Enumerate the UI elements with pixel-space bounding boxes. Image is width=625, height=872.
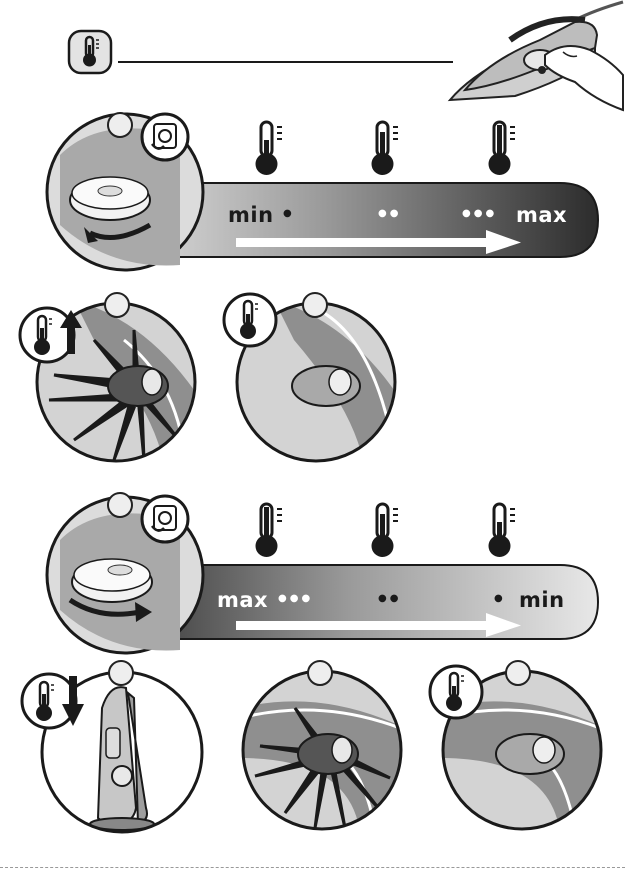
bar2-dots-mid: ●●: [378, 593, 401, 604]
page-footer-rule: [0, 867, 625, 872]
bar1-left-label: min: [228, 203, 274, 227]
plug-icon: [140, 112, 190, 162]
thermometer-mid-icon: [369, 502, 403, 560]
thermometer-high-icon: [486, 120, 520, 178]
thermometer-icon: [67, 29, 113, 75]
bar2-right-label: min: [519, 588, 565, 612]
step-marker: [104, 292, 130, 318]
step-marker: [107, 112, 133, 138]
step-marker: [302, 292, 328, 318]
thermometer-icon: [428, 664, 484, 720]
thermometer-high-icon: [253, 502, 287, 560]
bar2-dots-high: ●●●: [278, 593, 313, 604]
thermometer-low-icon: [253, 120, 287, 178]
plug-badge: [140, 494, 190, 544]
header-rule: [118, 61, 453, 63]
temperature-up-icon: [18, 306, 86, 364]
bar1-dots-mid: ●●: [378, 208, 401, 219]
bar2-dots-low: ●: [494, 593, 506, 604]
thermometer-badge: [428, 664, 484, 720]
step-marker: [307, 660, 333, 686]
step-marker: [107, 492, 133, 518]
header-thermometer-badge: [67, 29, 113, 75]
thermometer-badge: [222, 292, 278, 348]
bar1-right-label: max: [516, 203, 567, 227]
bar2-left-label: max: [217, 588, 268, 612]
bar1-dots-low: ●: [283, 208, 295, 219]
bar2-direction-arrow: [236, 613, 521, 637]
temp-down-badge: [20, 672, 88, 730]
thermometer-low-icon: [486, 502, 520, 560]
bar1-direction-arrow: [236, 230, 521, 254]
bar1-dots-high: ●●●: [462, 208, 497, 219]
thermometer-icon: [222, 292, 278, 348]
plug-icon: [140, 494, 190, 544]
thermometer-mid-icon: [369, 120, 403, 178]
temp-up-badge: [18, 306, 86, 364]
step-marker: [108, 660, 134, 686]
temperature-down-icon: [20, 672, 88, 730]
step-marker: [505, 660, 531, 686]
indicator-light-on-illustration: [240, 668, 405, 833]
iron-dial-illustration: [445, 0, 625, 118]
plug-badge: [140, 112, 190, 162]
